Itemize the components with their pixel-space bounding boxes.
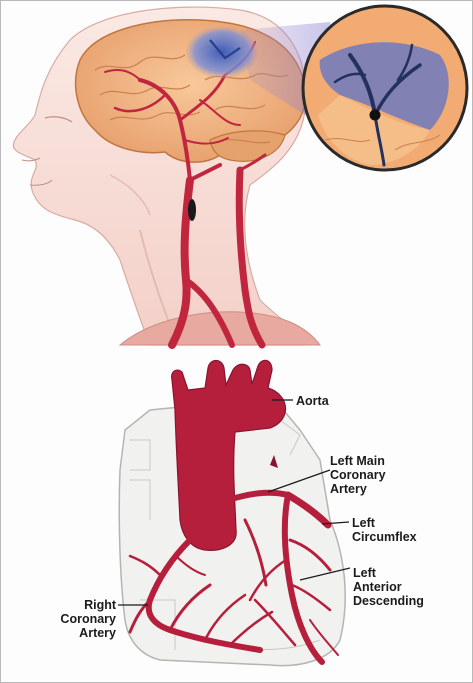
label-aorta-text: Aorta	[296, 394, 329, 408]
label-right-coronary-line3: Artery	[58, 626, 116, 640]
label-right-coronary-artery: Right Coronary Artery	[58, 598, 116, 640]
label-left-main-line2: Coronary	[330, 468, 386, 482]
label-left-circumflex-line1: Left	[352, 516, 417, 530]
carotid-plaque-icon	[188, 199, 196, 221]
label-left-anterior-descending: Left Anterior Descending	[353, 566, 424, 608]
clot-marker-icon	[370, 110, 381, 121]
label-left-main-line1: Left Main	[330, 454, 386, 468]
label-left-main-line3: Artery	[330, 482, 386, 496]
label-left-circumflex-line2: Circumflex	[352, 530, 417, 544]
label-left-main-coronary-artery: Left Main Coronary Artery	[330, 454, 386, 496]
zoom-inset	[303, 6, 467, 170]
label-right-coronary-line2: Coronary	[58, 612, 116, 626]
label-lad-line3: Descending	[353, 594, 424, 608]
label-left-circumflex: Left Circumflex	[352, 516, 417, 544]
label-aorta: Aorta	[296, 394, 329, 408]
label-lad-line2: Anterior	[353, 580, 424, 594]
label-lad-line1: Left	[353, 566, 424, 580]
label-right-coronary-line1: Right	[58, 598, 116, 612]
